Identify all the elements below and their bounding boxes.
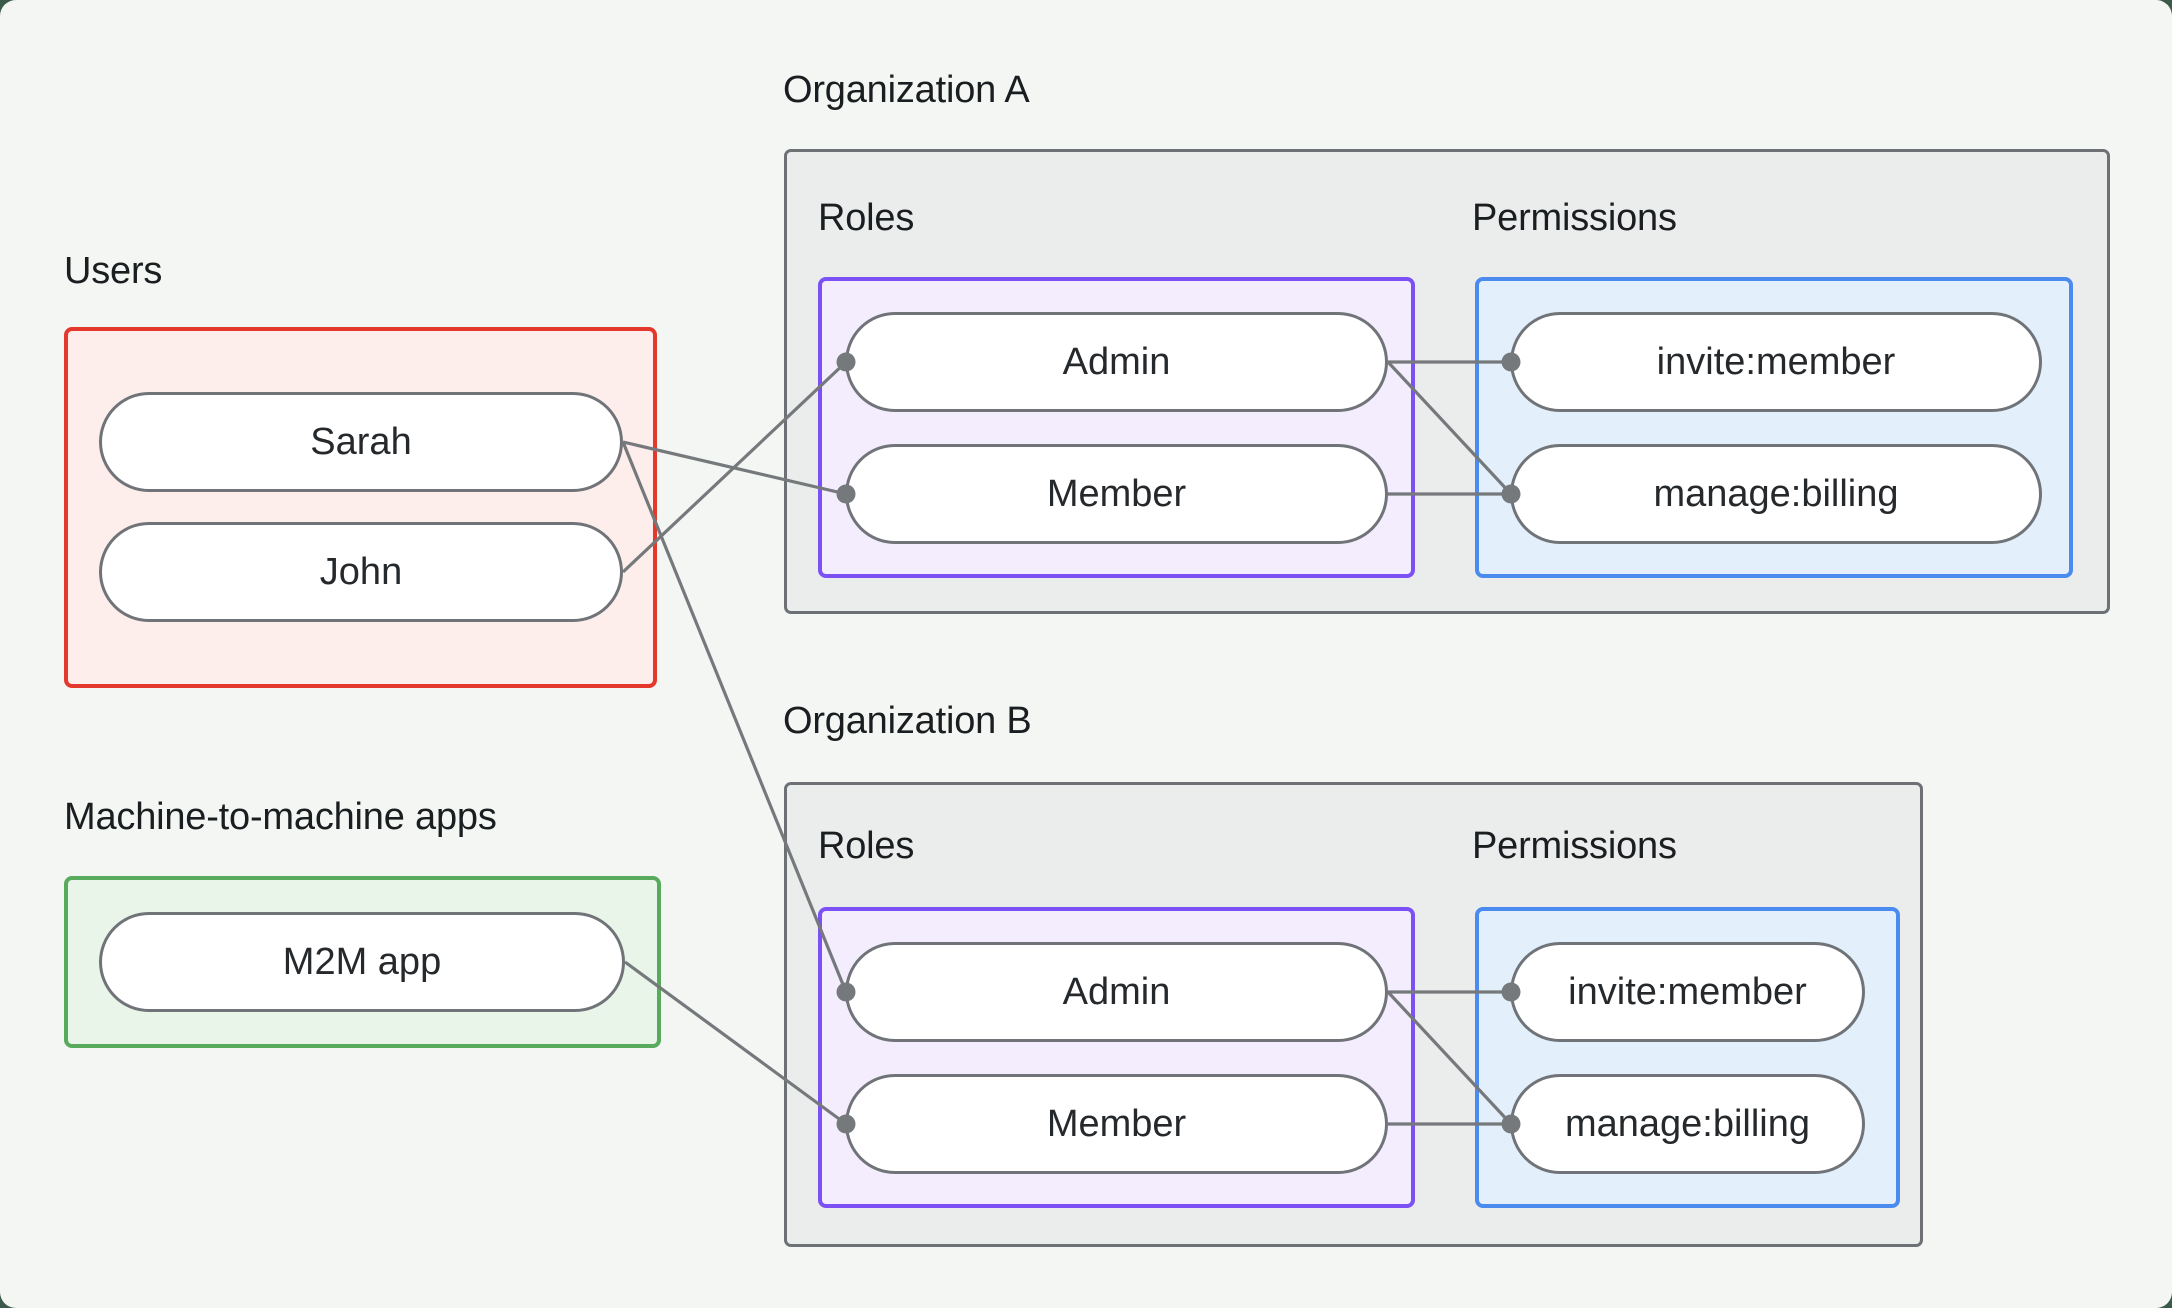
org-a-permission-invite-member: invite:member xyxy=(1510,312,2042,412)
org-a-permission-manage-billing-label: manage:billing xyxy=(1653,472,1899,515)
org-b-roles-label: Roles xyxy=(818,825,915,867)
users-group-box xyxy=(64,327,657,688)
org-b-role-admin-label: Admin xyxy=(1062,970,1171,1013)
users-group-title: Users xyxy=(64,250,163,292)
m2m-app-node: M2M app xyxy=(99,912,625,1012)
org-b-title: Organization B xyxy=(783,700,1032,742)
user-node-sarah: Sarah xyxy=(99,392,623,492)
org-a-roles-label: Roles xyxy=(818,197,915,239)
m2m-app-node-label: M2M app xyxy=(282,940,442,983)
user-node-john-label: John xyxy=(319,550,403,593)
org-a-role-admin: Admin xyxy=(845,312,1388,412)
org-a-permission-manage-billing: manage:billing xyxy=(1510,444,2042,544)
org-a-title: Organization A xyxy=(783,69,1030,111)
user-node-john: John xyxy=(99,522,623,622)
org-a-permissions-label: Permissions xyxy=(1472,197,1677,239)
org-b-permissions-label: Permissions xyxy=(1472,825,1677,867)
org-b-permission-manage-billing-label: manage:billing xyxy=(1564,1102,1811,1145)
org-a-permission-invite-member-label: invite:member xyxy=(1656,340,1896,383)
user-node-sarah-label: Sarah xyxy=(310,420,412,463)
m2m-group-title: Machine-to-machine apps xyxy=(64,796,497,838)
org-a-role-member-label: Member xyxy=(1046,472,1187,515)
org-a-role-admin-label: Admin xyxy=(1062,340,1171,383)
org-a-role-member: Member xyxy=(845,444,1388,544)
org-b-permission-invite-member-label: invite:member xyxy=(1568,970,1807,1013)
org-b-role-member-label: Member xyxy=(1046,1102,1187,1145)
org-b-permission-manage-billing: manage:billing xyxy=(1510,1074,1865,1174)
org-b-permission-invite-member: invite:member xyxy=(1510,942,1865,1042)
org-b-role-admin: Admin xyxy=(845,942,1388,1042)
org-b-role-member: Member xyxy=(845,1074,1388,1174)
